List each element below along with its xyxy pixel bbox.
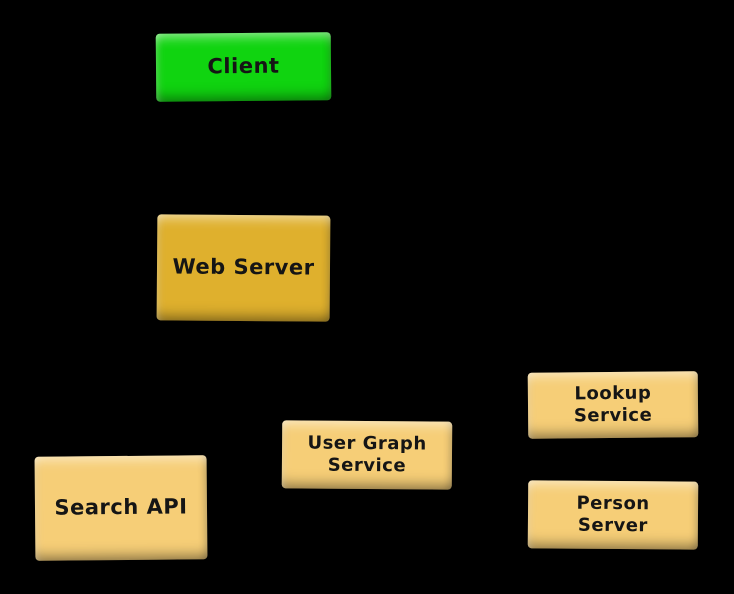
node-lookup-service: Lookup Service	[527, 371, 699, 439]
node-label: Person Server	[576, 493, 650, 537]
node-person-server: Person Server	[527, 480, 699, 550]
node-search-api: Search API	[34, 455, 208, 561]
node-label: Web Server	[172, 254, 315, 280]
node-web-server: Web Server	[156, 214, 331, 322]
node-label: Search API	[54, 494, 188, 520]
node-label: Lookup Service	[573, 383, 653, 427]
node-user-graph-service: User Graph Service	[281, 420, 453, 490]
node-label: Client	[207, 54, 280, 79]
node-label: User Graph Service	[307, 432, 427, 477]
node-client: Client	[155, 32, 332, 102]
